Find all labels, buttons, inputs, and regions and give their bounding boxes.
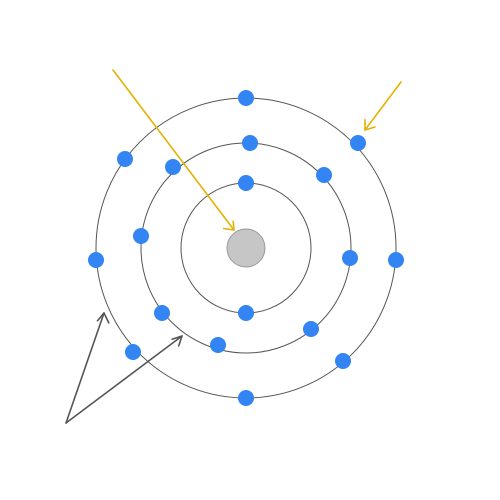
electron <box>238 90 254 106</box>
electrons <box>88 90 404 406</box>
arrow-to-nucleus <box>112 69 235 231</box>
electron <box>238 305 254 321</box>
arrow-to-outer-shell <box>65 312 110 424</box>
electron <box>335 353 351 369</box>
electron <box>154 305 170 321</box>
arrow-to-middle-shell <box>65 335 183 424</box>
electron <box>210 337 226 353</box>
electron <box>88 252 104 268</box>
electron <box>242 135 258 151</box>
arrow-to-outer-electron <box>364 81 402 131</box>
electron <box>303 321 319 337</box>
electron <box>133 228 149 244</box>
electron <box>350 135 366 151</box>
nucleus <box>226 228 266 268</box>
electron <box>238 175 254 191</box>
electron <box>125 344 141 360</box>
electron <box>316 167 332 183</box>
electron <box>388 252 404 268</box>
pointer-arrows <box>65 69 402 424</box>
electron <box>238 390 254 406</box>
electron <box>342 250 358 266</box>
electron <box>117 151 133 167</box>
electron <box>165 159 181 175</box>
